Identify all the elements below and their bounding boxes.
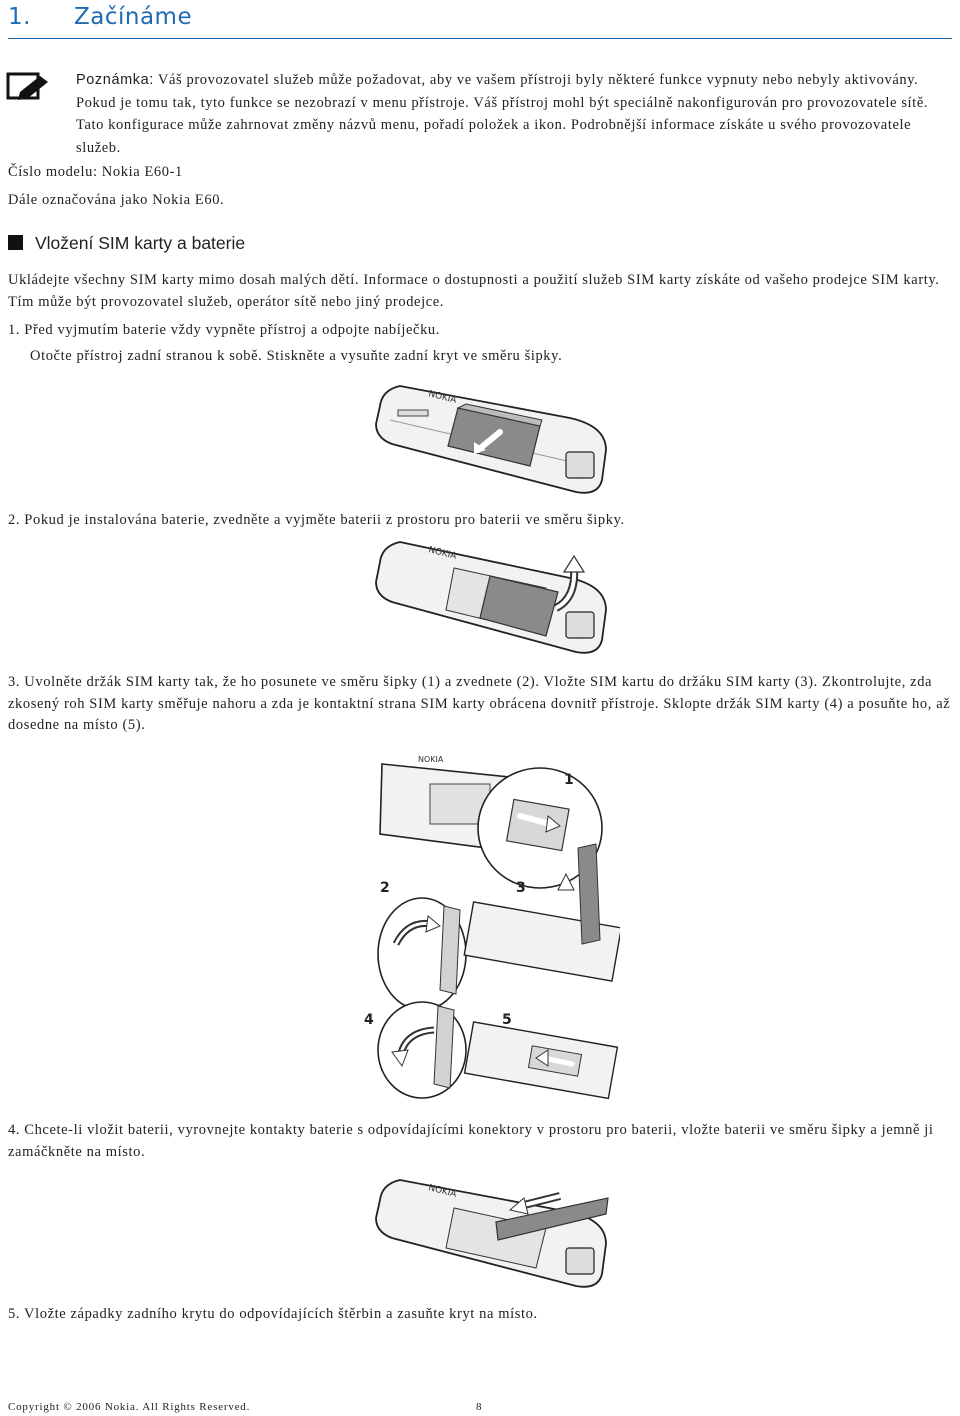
step-label-1: 1	[564, 772, 574, 788]
chapter-title: Začínáme	[74, 4, 193, 30]
chapter-number: 1.	[8, 4, 31, 30]
note-text: Váš provozovatel služeb může požadovat, …	[76, 72, 929, 156]
footer-copyright: Copyright © 2006 Nokia. All Rights Reser…	[8, 1401, 251, 1413]
note-paragraph: Poznámka: Váš provozovatel služeb může p…	[76, 69, 956, 159]
figure-insert-battery: NOKIA	[375, 1179, 609, 1288]
chapter-heading: 1. Začínáme	[8, 4, 192, 30]
step-label-5: 5	[502, 1012, 512, 1028]
step-3: 3. Uvolněte držák SIM karty tak, že ho p…	[8, 674, 951, 733]
note-label: Poznámka:	[76, 72, 154, 88]
step-5: 5. Vložte západky zadního krytu do odpov…	[8, 1306, 538, 1322]
heading-rule	[8, 38, 952, 39]
step-1-detail: Otočte přístroj zadní stranou k sobě. St…	[30, 348, 563, 364]
section-intro: Ukládejte všechny SIM karty mimo dosah m…	[8, 272, 940, 310]
figure-remove-battery: NOKIA	[375, 541, 607, 654]
step-1: 1. Před vyjmutím baterie vždy vypněte př…	[8, 322, 441, 338]
step-label-4: 4	[364, 1012, 374, 1028]
section-title: Vložení SIM karty a baterie	[35, 233, 246, 253]
step-label-3: 3	[516, 880, 526, 896]
step-4: 4. Chcete-li vložit baterii, vyrovnejte …	[8, 1122, 934, 1160]
note-pencil-icon	[6, 72, 48, 100]
step-2: 2. Pokud je instalována baterie, zvednět…	[8, 512, 625, 528]
section-heading: Vložení SIM karty a baterie	[8, 233, 245, 254]
brand-logo-text: NOKIA	[418, 755, 444, 764]
figure-remove-cover: NOKIA	[375, 385, 607, 494]
designation-line: Dále označována jako Nokia E60.	[8, 192, 225, 208]
section-bullet-icon	[8, 235, 23, 250]
page-number: 8	[476, 1401, 482, 1413]
figure-sim-holder-steps: NOKIA 1 2 3 4 5	[364, 755, 620, 1100]
step-label-2: 2	[380, 880, 390, 896]
model-line: Číslo modelu: Nokia E60-1	[8, 164, 183, 180]
